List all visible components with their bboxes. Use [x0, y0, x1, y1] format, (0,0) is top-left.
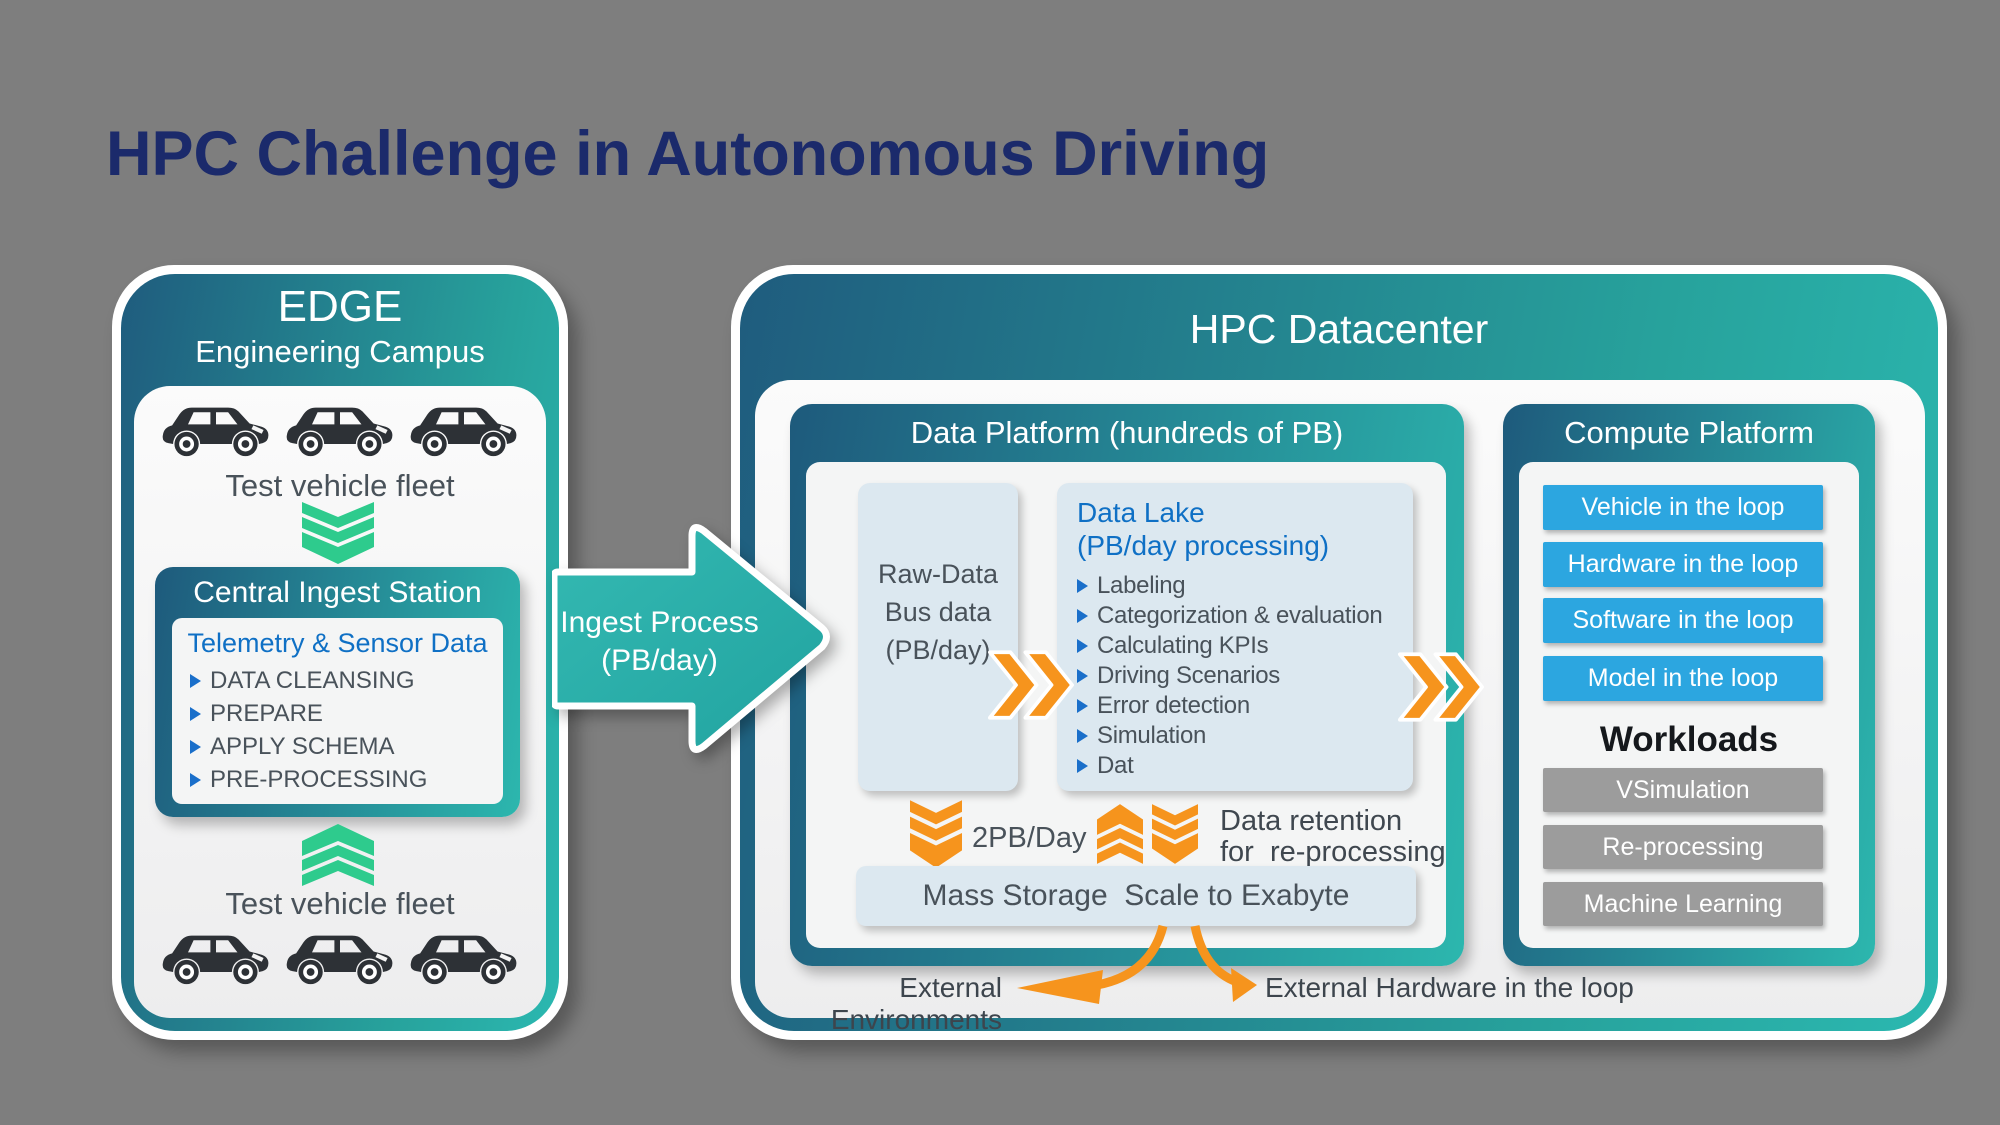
- test-fleet-top: [134, 400, 546, 460]
- mass-storage-label: Mass Storage Scale to Exabyte: [922, 879, 1350, 912]
- ingest-arrow-label: Ingest Process (PB/day): [560, 606, 759, 677]
- data-lake-item: Simulation: [1097, 722, 1207, 749]
- chevron-down-icon: [302, 502, 374, 564]
- compute-platform-body: Vehicle in the loop Hardware in the loop…: [1519, 462, 1859, 948]
- chevron-right-icon: [988, 650, 1074, 720]
- loop-button: Software in the loop: [1543, 598, 1823, 643]
- edge-title: EDGE: [277, 282, 403, 331]
- workloads-title: Workloads: [1599, 720, 1779, 759]
- chevron-up-icon: [1097, 800, 1143, 868]
- chevron-up-icon: [302, 824, 374, 886]
- central-ingest-title: Central Ingest Station: [193, 576, 482, 609]
- curved-arrows: [1017, 924, 1257, 1004]
- car-icon: [160, 400, 272, 460]
- page-title: HPC Challenge in Autonomous Driving: [106, 119, 1270, 189]
- data-lake-item: Dat: [1097, 752, 1134, 779]
- ingest-item: APPLY SCHEMA: [210, 732, 395, 760]
- chevron-down-icon: [1152, 800, 1198, 868]
- edge-subtitle: Engineering Campus: [195, 334, 485, 369]
- loop-button: Vehicle in the loop: [1543, 485, 1823, 530]
- bullet-triangle-icon: [190, 673, 201, 688]
- mass-storage-box: Mass Storage Scale to Exabyte: [856, 866, 1416, 926]
- bullet-triangle-icon: [1077, 579, 1088, 593]
- raw-data-line: Raw-Data: [877, 559, 999, 589]
- bullet-triangle-icon: [1077, 609, 1088, 623]
- data-lake-item: Error detection: [1097, 692, 1250, 719]
- bullet-triangle-icon: [190, 772, 201, 787]
- ingest-item: PREPARE: [210, 699, 323, 727]
- data-platform-title: Data Platform (hundreds of PB): [910, 415, 1344, 450]
- ingest-process-arrow: [552, 524, 830, 753]
- external-environments-label: External Environments: [830, 972, 1002, 1035]
- curved-arrow-right-icon: [1190, 925, 1257, 1002]
- telemetry-title: Telemetry & Sensor Data: [187, 628, 488, 658]
- loop-button: Model in the loop: [1543, 656, 1823, 701]
- raw-data-line: (PB/day): [885, 635, 991, 665]
- test-fleet-top-label: Test vehicle fleet: [225, 468, 455, 503]
- raw-data-box: Raw-Data Bus data (PB/day): [858, 483, 1018, 791]
- bullet-triangle-icon: [190, 739, 201, 754]
- car-icon: [160, 928, 272, 988]
- retention-label: Data retention for re-processing: [1220, 805, 1446, 868]
- data-lake-item: Categorization & evaluation: [1097, 602, 1383, 629]
- workload-button: Re-processing: [1543, 825, 1823, 869]
- ingest-item-list: DATA CLEANSING PREPARE APPLY SCHEMA PRE-…: [190, 664, 427, 796]
- central-ingest-body: [172, 618, 503, 804]
- curved-arrow-left-icon: [1017, 924, 1168, 1004]
- loop-button: Hardware in the loop: [1543, 542, 1823, 587]
- test-fleet-bottom: [134, 928, 546, 988]
- data-lake-box: Data Lake (PB/day processing) Labeling C…: [1057, 483, 1413, 791]
- car-icon: [284, 928, 396, 988]
- workload-button: VSimulation: [1543, 768, 1823, 812]
- data-lake-item: Driving Scenarios: [1097, 662, 1280, 689]
- workload-button: Machine Learning: [1543, 882, 1823, 926]
- bullet-triangle-icon: [1077, 699, 1088, 713]
- test-fleet-bottom-label: Test vehicle fleet: [225, 886, 455, 921]
- data-lake-item: Labeling: [1097, 572, 1186, 599]
- data-lake-title: Data Lake (PB/day processing): [1077, 497, 1330, 561]
- chevron-down-icon: [910, 800, 962, 868]
- ingest-item: DATA CLEANSING: [210, 666, 415, 694]
- compute-platform-title: Compute Platform: [1564, 415, 1814, 450]
- bullet-triangle-icon: [190, 706, 201, 721]
- throughput-label: 2PB/Day: [972, 822, 1087, 854]
- data-lake-list: Labeling Categorization & evaluation Cal…: [1077, 571, 1383, 781]
- data-lake-item: Calculating KPIs: [1097, 632, 1269, 659]
- bullet-triangle-icon: [1077, 729, 1088, 743]
- chevron-right-icon: [1398, 652, 1484, 722]
- car-icon: [408, 928, 520, 988]
- bullet-triangle-icon: [1077, 759, 1088, 773]
- external-hardware-label: External Hardware in the loop: [1265, 972, 1634, 1003]
- ingest-item: PRE-PROCESSING: [210, 765, 428, 793]
- hpc-datacenter-title: HPC Datacenter: [1189, 306, 1489, 352]
- car-icon: [408, 400, 520, 460]
- raw-data-line: Bus data: [884, 597, 992, 627]
- bullet-triangle-icon: [1077, 639, 1088, 653]
- bullet-triangle-icon: [1077, 669, 1088, 683]
- car-icon: [284, 400, 396, 460]
